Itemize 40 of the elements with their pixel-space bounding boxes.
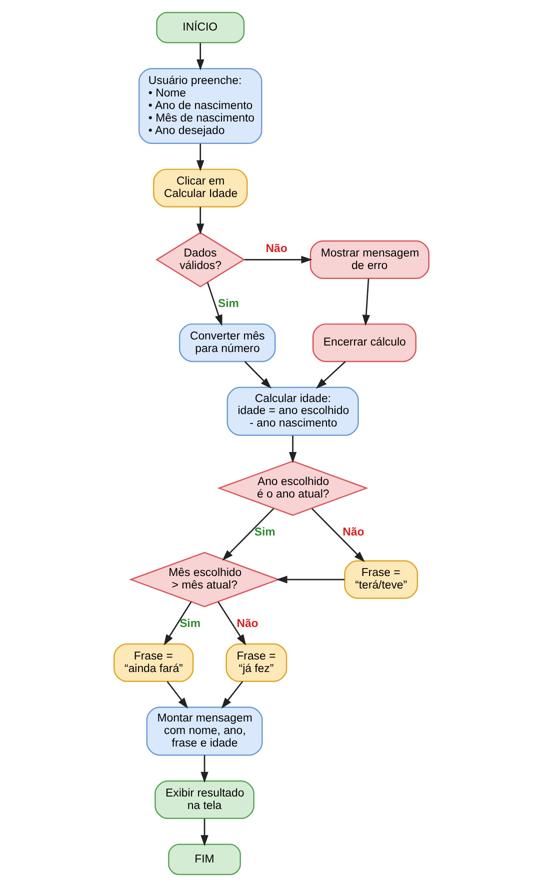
arrow bbox=[196, 42, 204, 70]
edge-label: Sim bbox=[179, 618, 200, 630]
arrow bbox=[220, 681, 243, 709]
edge-label: Sim bbox=[254, 526, 275, 539]
arrow bbox=[196, 206, 204, 235]
arrow bbox=[244, 256, 312, 264]
node-diamond: Mês escolhido > mês atual? bbox=[128, 552, 280, 608]
edge-label: Não bbox=[342, 526, 364, 539]
node-box: Usuário preenche: • Nome • Ano de nascimento • Mês de nascimento • Ano desejado bbox=[138, 68, 262, 144]
node-box: Encerrar cálculo bbox=[312, 323, 416, 362]
arrow bbox=[310, 508, 364, 562]
arrow bbox=[200, 755, 208, 783]
arrow bbox=[276, 576, 344, 584]
arrow bbox=[362, 278, 370, 326]
node-box: Frase = “terá/teve” bbox=[344, 560, 418, 599]
edge-label: Não bbox=[236, 618, 258, 630]
edge-label: Não bbox=[265, 243, 287, 256]
arrow bbox=[288, 436, 296, 464]
node-box: INÍCIO bbox=[156, 12, 244, 44]
node-box: Calcular idade: idade = ano escolhido - ano nascimento bbox=[226, 386, 358, 436]
arrow bbox=[244, 361, 271, 389]
arrow bbox=[196, 144, 204, 172]
arrow bbox=[222, 508, 274, 561]
arrow bbox=[206, 282, 222, 326]
arrow bbox=[163, 602, 192, 646]
arrow bbox=[217, 602, 246, 646]
edge-label: Sim bbox=[218, 298, 238, 310]
node-box: Frase = “já fez” bbox=[225, 643, 287, 682]
node-box: FIM bbox=[168, 844, 240, 876]
arrow bbox=[166, 681, 188, 709]
node-box: Frase = “ainda fará” bbox=[113, 643, 194, 682]
node-box: Exibir resultado na tela bbox=[154, 780, 254, 820]
arrow bbox=[200, 818, 208, 846]
node-diamond: Ano escolhido é o ano atual? bbox=[216, 460, 368, 516]
node-box: Mostrar mensagem de erro bbox=[309, 240, 429, 279]
node-box: Montar mensagem com nome, ano, frase e idade bbox=[146, 706, 262, 756]
node-diamond: Dados válidos? bbox=[155, 232, 245, 288]
node-box: Clicar em Calcular Idade bbox=[152, 168, 248, 208]
node-box: Converter mês para número bbox=[178, 323, 276, 362]
arrow bbox=[315, 361, 346, 389]
